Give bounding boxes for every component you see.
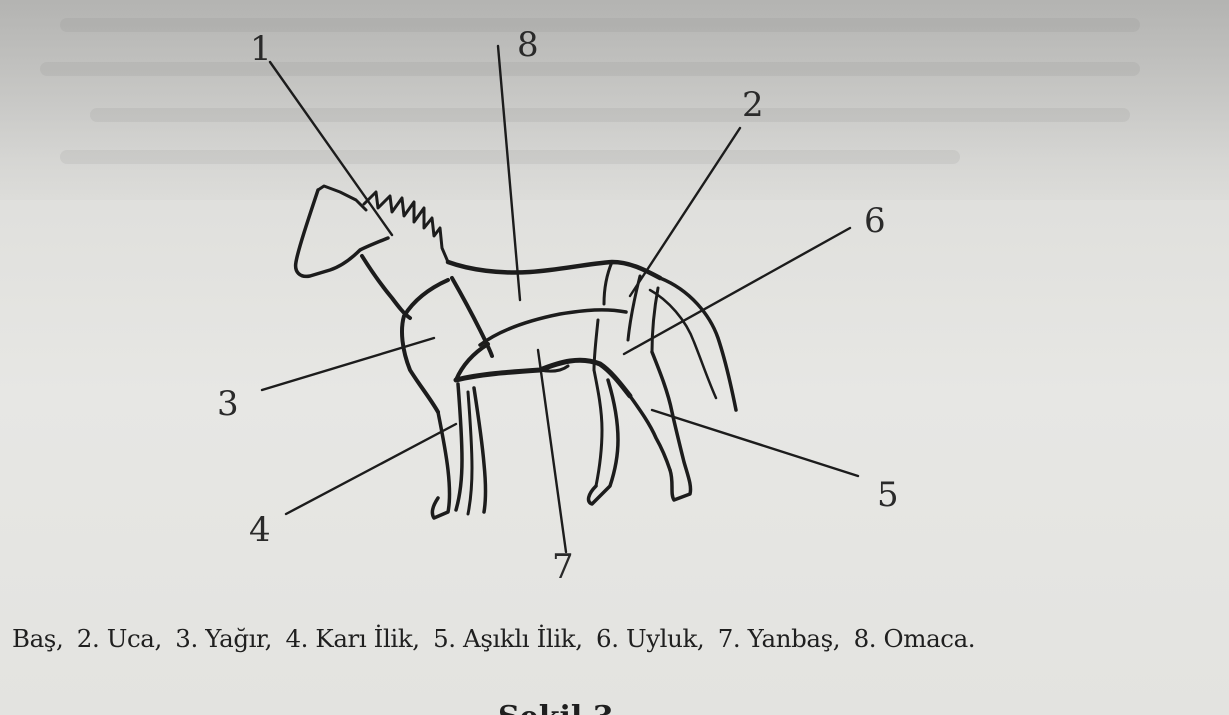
horse-hind-leg-2-outer <box>589 380 618 504</box>
horse-hind-leg-inner <box>630 396 670 470</box>
horse-back-line <box>448 262 660 278</box>
label-1: 1 <box>250 29 272 69</box>
label-5: 5 <box>877 475 899 515</box>
horse-neck-front <box>362 256 410 318</box>
leader-line-5 <box>652 410 858 476</box>
caption-item: 3. Yağır, <box>175 624 272 653</box>
horse-front-leg-2-inner <box>468 392 472 514</box>
label-2: 2 <box>742 85 764 125</box>
horse-front-leg-inner <box>456 384 462 510</box>
horse-front-leg-2-outer <box>474 388 486 512</box>
figure-caption: Baş, 2. Uca, 3. Yağır, 4. Karı İlik, 5. … <box>12 624 1212 653</box>
caption-item: 4. Karı İlik, <box>285 624 419 653</box>
leader-line-1 <box>270 62 392 235</box>
caption-item: 7. Yanbaş, <box>718 624 840 653</box>
next-figure-heading: Şekil 3 <box>498 700 614 715</box>
horse-head-outline <box>296 190 388 276</box>
caption-item: 2. Uca, <box>77 624 162 653</box>
horse-flank-ridge <box>480 310 626 345</box>
horse-mane <box>364 192 448 262</box>
horse-tail-inner <box>650 290 716 398</box>
caption-item: 5. Aşıklı İlik, <box>433 624 583 653</box>
horse-loin-line <box>604 262 612 304</box>
horse-hip-line-b <box>652 288 658 352</box>
label-6: 6 <box>864 201 886 241</box>
caption-item: 6. Uyluk, <box>596 624 704 653</box>
leader-line-7 <box>538 350 566 552</box>
horse-hind-leg-outer <box>652 352 691 500</box>
label-3: 3 <box>217 384 239 424</box>
horse-hind-leg-2-inner <box>594 370 602 486</box>
caption-item: Baş, <box>12 624 63 653</box>
leader-line-8 <box>498 46 520 300</box>
label-8: 8 <box>517 25 539 65</box>
caption-item: 8. Omaca. <box>854 624 976 653</box>
leader-line-4 <box>286 424 456 514</box>
label-7: 7 <box>552 547 574 587</box>
leader-line-2 <box>630 128 740 296</box>
label-4: 4 <box>249 510 271 550</box>
